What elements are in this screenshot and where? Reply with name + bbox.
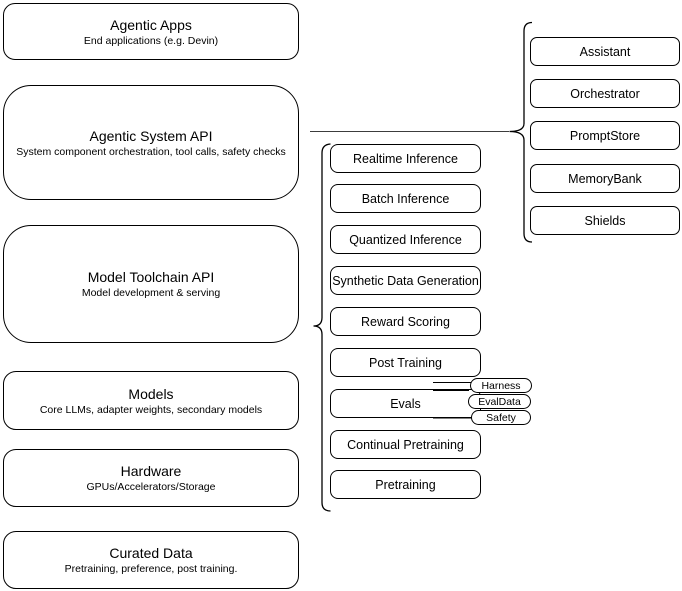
- node-realtime-inference: Realtime Inference: [330, 144, 481, 173]
- pill-safety: Safety: [471, 410, 531, 425]
- node-label: Continual Pretraining: [347, 437, 464, 452]
- node-label: Shields: [584, 213, 626, 228]
- node-title: Agentic System API: [89, 127, 213, 144]
- node-post-training: Post Training: [330, 348, 481, 377]
- node-memorybank: MemoryBank: [530, 164, 680, 193]
- node-label: Orchestrator: [570, 86, 640, 101]
- node-label: MemoryBank: [568, 171, 642, 186]
- node-label: Reward Scoring: [361, 314, 450, 329]
- node-synthetic-data-generation: Synthetic Data Generation: [330, 266, 481, 295]
- node-title: Models: [128, 385, 174, 402]
- node-label: Synthetic Data Generation: [332, 273, 479, 288]
- pill-label: EvalData: [478, 395, 521, 408]
- node-curated-data: Curated Data Pretraining, preference, po…: [3, 531, 299, 589]
- node-assistant: Assistant: [530, 37, 680, 66]
- node-title: Model Toolchain API: [87, 269, 215, 285]
- pill-harness: Harness: [470, 378, 532, 393]
- node-batch-inference: Batch Inference: [330, 184, 481, 213]
- node-model-toolchain-api: Model Toolchain API Model development & …: [3, 225, 299, 343]
- node-label: PromptStore: [569, 128, 641, 143]
- right-column-brace: [509, 21, 533, 243]
- node-label: Quantized Inference: [349, 232, 462, 247]
- node-subtitle: GPUs/Accelerators/Storage: [86, 481, 216, 493]
- node-agentic-system-api: Agentic System API System component orch…: [3, 85, 299, 200]
- node-label: Assistant: [579, 44, 631, 59]
- node-title: Agentic Apps: [110, 16, 192, 33]
- node-label: Realtime Inference: [353, 151, 458, 166]
- node-subtitle: End applications (e.g. Devin): [83, 34, 219, 47]
- pill-label: Safety: [486, 411, 516, 424]
- node-subtitle: Pretraining, preference, post training.: [64, 563, 238, 575]
- node-evals: Evals: [330, 389, 481, 418]
- node-subtitle: Core LLMs, adapter weights, secondary mo…: [39, 403, 263, 416]
- node-agentic-apps: Agentic Apps End applications (e.g. Devi…: [3, 3, 299, 60]
- pill-label: Harness: [481, 379, 521, 392]
- node-hardware: Hardware GPUs/Accelerators/Storage: [3, 449, 299, 507]
- node-label: Pretraining: [375, 477, 436, 492]
- node-promptstore: PromptStore: [530, 121, 680, 150]
- node-continual-pretraining: Continual Pretraining: [330, 430, 481, 459]
- middle-column-brace: [313, 143, 331, 512]
- node-pretraining: Pretraining: [330, 470, 481, 499]
- node-label: Batch Inference: [361, 191, 450, 206]
- node-title: Curated Data: [109, 545, 193, 561]
- pill-evaldata: EvalData: [468, 394, 531, 409]
- node-shields: Shields: [530, 206, 680, 235]
- node-reward-scoring: Reward Scoring: [330, 307, 481, 336]
- node-subtitle: System component orchestration, tool cal…: [16, 145, 286, 158]
- node-label: Post Training: [369, 355, 442, 370]
- node-orchestrator: Orchestrator: [530, 79, 680, 108]
- node-label: Evals: [390, 396, 421, 411]
- node-subtitle: Model development & serving: [81, 287, 221, 299]
- node-models: Models Core LLMs, adapter weights, secon…: [3, 371, 299, 430]
- node-quantized-inference: Quantized Inference: [330, 225, 481, 254]
- node-title: Hardware: [120, 463, 182, 479]
